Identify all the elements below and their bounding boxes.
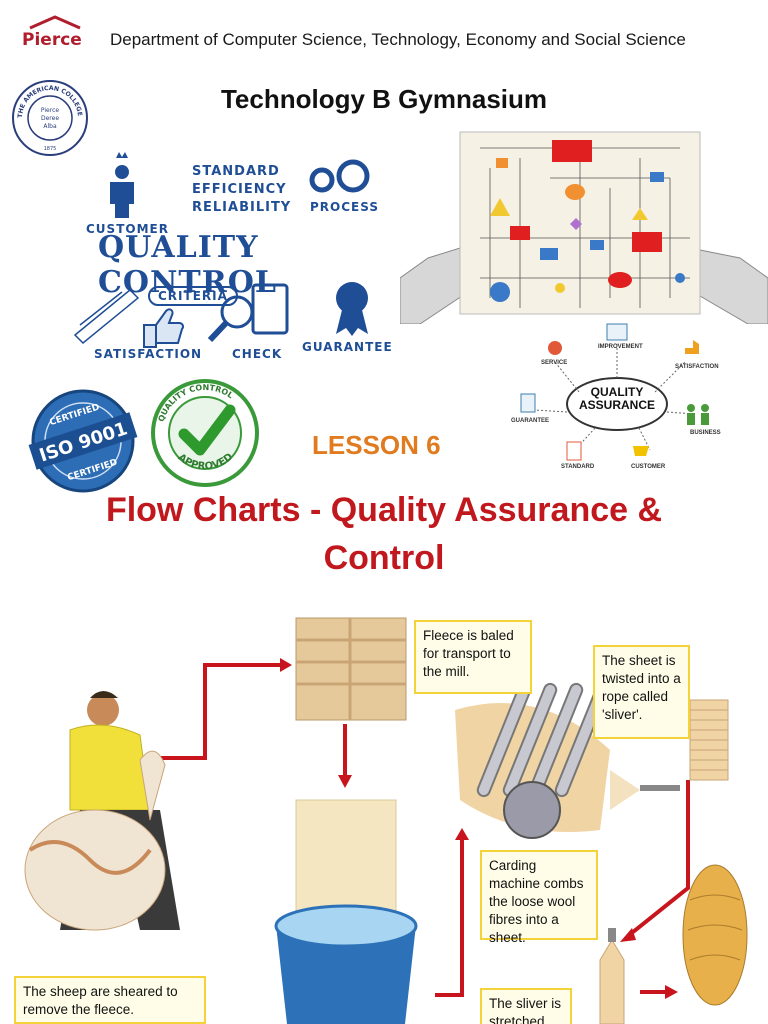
qc-process-label: PROCESS [310,200,379,214]
thumbs-up-icon [143,308,184,348]
qa-business-label: BUSINESS [690,430,721,436]
fleece-bale-image [295,617,407,721]
qa-guarantee-label: GUARANTEE [511,418,550,424]
seal-line-2: Deree [41,115,59,122]
callout-sheep-sheared: The sheep are sheared to remove the flee… [14,976,206,1024]
seal-year: 1875 [44,146,57,152]
wash-tub-image [274,799,418,1024]
main-title-line1: Flow Charts - Quality Assurance & [105,491,663,529]
seal-line-1: Pierce [41,107,59,114]
seal-line-3: Alba [43,123,57,130]
wool-process-illustration [24,617,748,1024]
quality-assurance-graphic: QUALITY ASSURANCE IMPROVEMENT SERVICE SA… [505,322,740,482]
yarn-ball-image [682,864,748,1006]
process-gears-icon [309,159,370,193]
flowchart-map-image [400,131,768,324]
spinning-spindle-image [599,928,625,1024]
college-seal: THE AMERICAN COLLEGE OF GREECE Pierce De… [10,78,88,156]
guarantee-doc-icon [520,393,536,413]
checkmark-icon [178,404,236,456]
guarantee-ribbon-icon [336,282,368,336]
improvement-icon [606,323,628,341]
qc-satisfaction-label: SATISFACTION [94,347,203,361]
main-title: Flow Charts - Quality Assurance & Contro… [40,486,728,582]
lesson-number: LESSON 6 [312,430,441,460]
callout-carding-machine: Carding machine combs the loose wool fib… [480,850,598,945]
callout-fleece-baled: Fleece is baled for transport to the mil… [414,620,532,694]
callout-sheet-twisted: The sheet is twisted into a rope called … [593,645,690,739]
shepherd-shearing-image [24,691,180,931]
qc-customer-label: CUSTOMER [86,222,169,236]
qc-main-word: QUALITY CONTROL [98,230,277,300]
qc-approved-badge: QUALITY CONTROL APPROVED [151,379,259,487]
customer-icon [110,152,134,218]
flow-arrows [140,663,690,997]
qc-illustration-shapes [73,152,370,348]
sliver-coil-image [689,699,729,781]
qa-satisfaction-label: SATISFACTION [675,364,719,370]
qa-service-label: SERVICE [541,360,568,366]
qc-efficiency-label: EFFICIENCY [192,182,287,197]
qa-customer-label: CUSTOMER [631,464,666,470]
qc-guarantee-label: GUARANTEE [302,340,393,354]
magnifier-check-icon [207,283,289,343]
satisfaction-icon [685,340,699,354]
pencil-icon [73,288,140,345]
qa-improvement-label: IMPROVEMENT [598,344,643,350]
qc-standard-label: STANDARD [192,164,280,179]
qa-center-line1: QUALITY [590,385,644,399]
customer-cart-icon [633,446,649,456]
iso-9001-badge: ISO 9001 CERTIFIED CERTIFIED [28,389,138,493]
business-icon [687,404,709,425]
arrowheads [280,658,678,999]
main-title-line2: Control [323,539,445,577]
qa-standard-label: STANDARD [561,464,595,470]
pierce-logo-text: Pierce [22,30,82,50]
callout-sliver-stretched: The sliver is stretched and [480,988,572,1024]
department-header: Department of Computer Science, Technolo… [110,30,686,49]
standard-clipboard-icon [566,441,582,461]
qc-reliability-label: RELIABILITY [192,200,292,215]
qa-center-line2: ASSURANCE [578,398,655,412]
qa-shapes [520,323,709,461]
course-title: Technology B Gymnasium [220,84,547,114]
qc-criteria-label: CRITERIA [148,286,238,306]
quality-control-graphic: CUSTOMER STANDARD EFFICIENCY RELIABILITY… [70,150,400,380]
qc-check-label: CHECK [232,347,283,361]
service-icon [548,341,562,355]
pierce-logo [29,15,81,30]
